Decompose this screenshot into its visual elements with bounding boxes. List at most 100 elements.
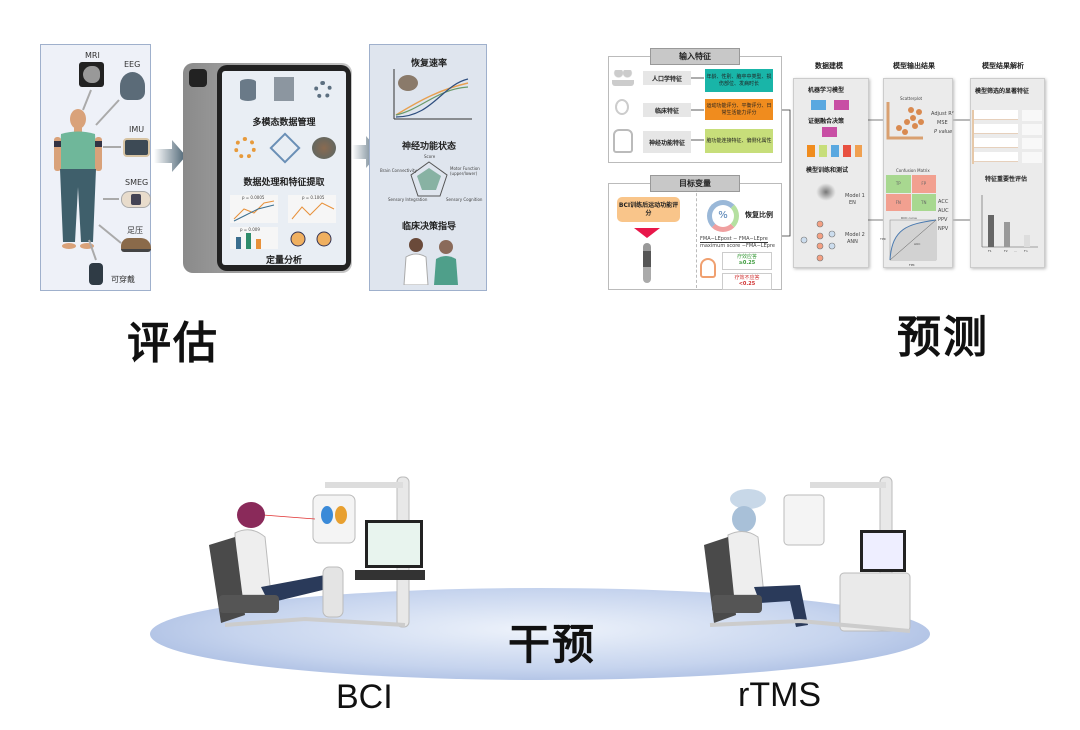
down-triangle-icon <box>634 228 660 238</box>
smeg-sensor-icon <box>121 191 151 208</box>
bci-system-illustration <box>209 476 425 628</box>
target-variable-header: 目标变量 <box>650 175 740 192</box>
nonresponder-box: 疗效不应答 <0.25 <box>722 273 772 290</box>
human-figure-icon <box>54 109 102 249</box>
ml-model-title: 机器学习模型 <box>808 87 845 94</box>
feature-selection-title: 模型筛选的显著特征 <box>975 88 1030 95</box>
walking-person-icon <box>643 243 651 283</box>
person-outline-icon <box>700 258 716 278</box>
feature-selection-steps <box>972 110 1018 164</box>
feature-importance-chart <box>981 195 1038 248</box>
assessment-output-panel: 恢复速率 神经功能状态 Score Motor Function (upper/… <box>369 44 487 291</box>
roc-title: ROC curve <box>901 216 917 220</box>
tablet-device: 多模态数据管理 数据处理和特征提取 p = 0.0005 p = 0.1005 … <box>183 63 352 273</box>
sensor-panel: MRI EEG IMU SMEG 足压 可穿戴 <box>40 44 151 291</box>
roc-curve-chart <box>889 219 937 261</box>
metric-p-value: P value <box>934 129 953 135</box>
neural-network-icon <box>269 132 301 164</box>
cm-cell: FP <box>911 175 936 193</box>
percent-donut-icon: % <box>707 200 739 232</box>
smartwatch-icon <box>89 263 103 285</box>
metric-npv: NPV <box>938 226 949 232</box>
doctor-patient-icon <box>403 238 458 285</box>
formula-denominator: maximum score −FMA−LEpre <box>700 243 775 249</box>
confusion-title: Confusion Matrix <box>896 168 930 173</box>
output-clinical-guidance: 临床决策指导 <box>401 222 456 232</box>
pvalue-1: p = 0.0005 <box>242 195 265 200</box>
radar-label-sensory-cognition: Sensory Cognition <box>446 197 483 202</box>
mri-icon <box>79 62 104 87</box>
responder-box: 疗效应答 ≥0.25 <box>722 252 772 270</box>
interpretation-header: 模型结果解析 <box>982 62 1024 70</box>
metric-auc: AUC <box>938 208 949 214</box>
bar-label: F1 <box>988 249 992 253</box>
neural-network-icon <box>800 220 836 262</box>
bar-label: ... <box>1014 249 1017 253</box>
roc-y-label: TPR <box>880 237 886 241</box>
metric-acc: ACC <box>938 199 949 205</box>
radar-label-brain-connectivity: Brain Connectivity <box>380 168 417 173</box>
scatter-title: Scatterplot <box>900 96 923 101</box>
recovery-curve-chart <box>393 69 472 120</box>
feature-label-neural: 神经功能特征 <box>643 131 691 153</box>
metric-ppv: PPV <box>938 217 948 223</box>
assessment-title: 评估 <box>127 318 219 369</box>
roc-auc-label: AUC <box>914 242 921 246</box>
sensor-label-mri: MRI <box>85 51 100 60</box>
bar-f2 <box>1004 222 1010 247</box>
gears-icon <box>234 137 256 159</box>
model1-name: Model 1 <box>845 193 865 199</box>
gear-icon <box>314 81 332 99</box>
eeg-cap-icon <box>120 72 145 100</box>
intervention-title: 干预 <box>508 620 597 669</box>
nonresponder-label: 疗效不应答 <box>734 275 760 281</box>
people-icon <box>612 70 634 86</box>
pvalue-2: p = 0.1005 <box>302 195 325 200</box>
fusion-title: 证据融合决策 <box>808 118 845 125</box>
evidence-blocks <box>807 145 862 157</box>
column-arrows <box>868 119 970 221</box>
feature-value-demographic: 年龄、性别、脑卒中类型、损伤部位、发病时长 <box>705 69 773 92</box>
fusion-block <box>822 127 837 137</box>
feature-importance-title: 特征重要性评估 <box>985 176 1028 183</box>
scatterplot-chart <box>886 102 924 140</box>
output-header: 模型输出结果 <box>893 62 935 70</box>
model-block <box>834 100 849 110</box>
input-features-header: 输入特征 <box>650 48 740 65</box>
cm-cell: TN <box>911 193 936 211</box>
bar-label: Fn <box>1024 249 1028 253</box>
nonresponder-threshold: <0.25 <box>738 281 756 287</box>
divider <box>696 188 697 288</box>
bar-fn <box>1024 235 1030 247</box>
rtms-label: rTMS <box>738 676 822 714</box>
responder-threshold: ≥0.25 <box>738 260 756 266</box>
camera-icon <box>189 69 207 87</box>
sensor-label-foot-pressure: 足压 <box>127 226 143 235</box>
metric-mse: MSE <box>937 120 948 126</box>
feature-selection-plots <box>1022 110 1042 164</box>
bci-label: BCI <box>336 678 393 716</box>
sensor-label-smeg: SMEG <box>125 178 149 187</box>
sensor-label-eeg: EEG <box>124 60 141 69</box>
server-icon <box>274 77 294 101</box>
tablet-screen: 多模态数据管理 数据处理和特征提取 p = 0.0005 p = 0.1005 … <box>217 65 351 271</box>
train-test-title: 模型训练和测试 <box>806 167 849 174</box>
tablet-section-quantitative-analysis: 定量分析 <box>265 256 302 266</box>
output-neural-function-state: 神经功能状态 <box>401 142 456 152</box>
roc-x-label: FPR <box>909 263 915 267</box>
pvalue-3: p = 0.009 <box>240 227 260 232</box>
tablet-section-feature-extraction: 数据处理和特征提取 <box>243 178 325 188</box>
feature-value-clinical: 运动功能评分、平衡评分、日常生活能力评分 <box>705 99 773 120</box>
sensor-label-wearable: 可穿戴 <box>111 275 135 284</box>
feature-value-neural: 脑功能连接特征、偏侧化属性 <box>705 129 773 153</box>
output-recovery-rate: 恢复速率 <box>410 59 447 69</box>
stethoscope-icon <box>615 99 629 115</box>
responder-label: 疗效应答 <box>736 254 757 260</box>
elastic-net-icon <box>816 183 836 201</box>
modeling-header: 数据建模 <box>815 62 843 70</box>
cm-cell: TP <box>886 175 911 193</box>
metric-adjust-r2: Adjust R² <box>931 111 954 117</box>
radar-label-sensory-integration: Sensory Integration <box>388 197 428 202</box>
hand-brain-icon <box>613 129 633 153</box>
feature-arrows <box>691 77 791 237</box>
